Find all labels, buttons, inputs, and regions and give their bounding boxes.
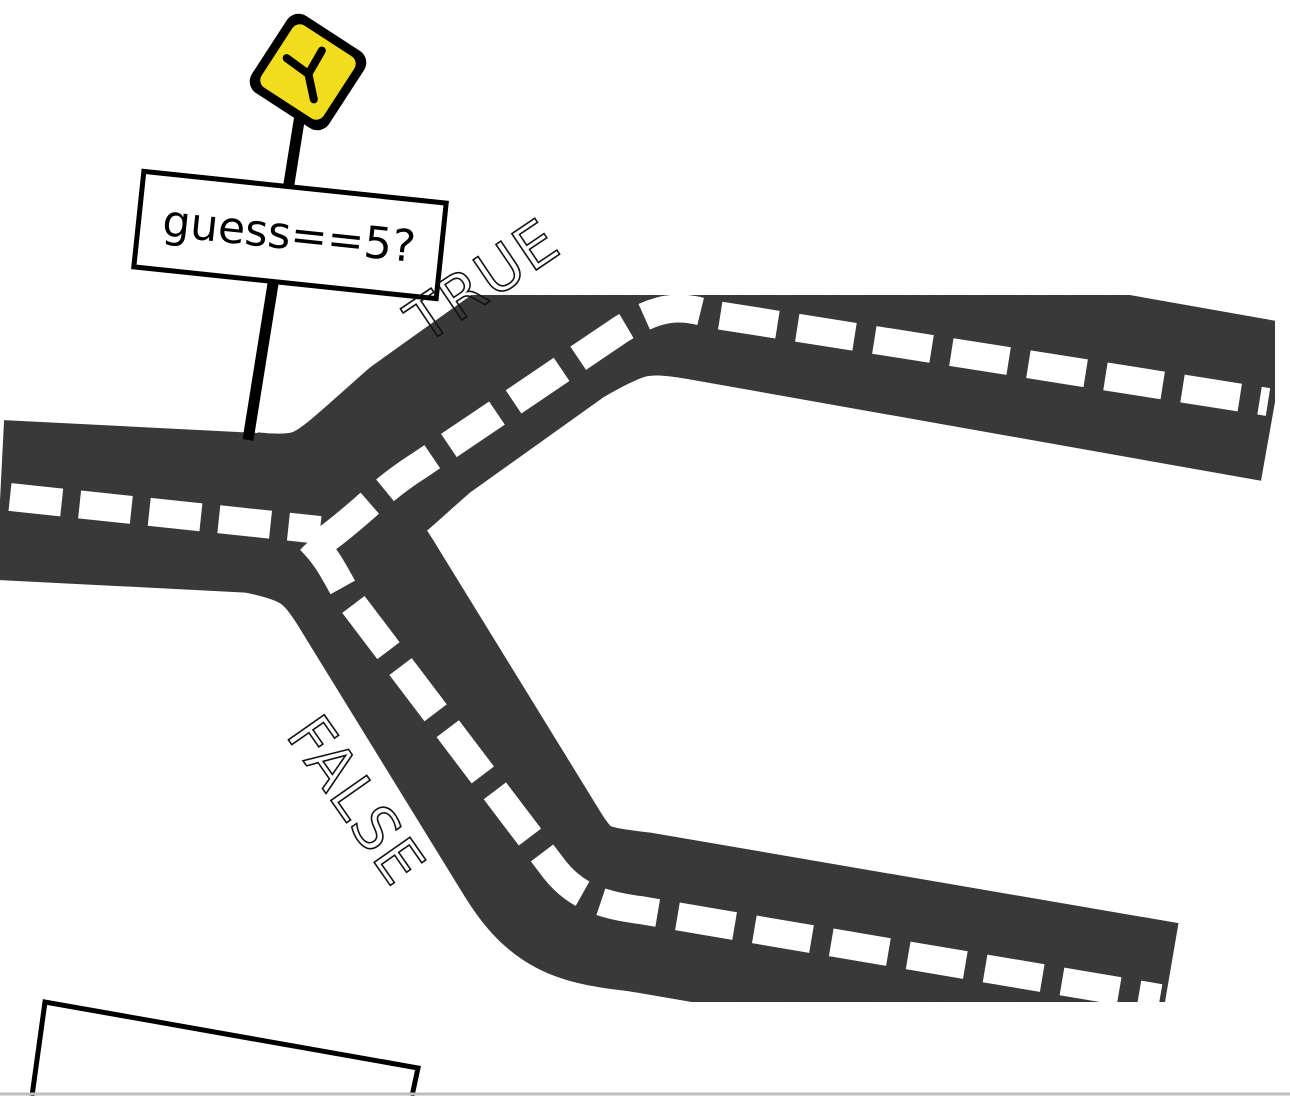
main-lane-marking <box>8 483 322 544</box>
false-lane-marking <box>299 530 1163 1012</box>
true-lane-marking <box>316 294 1271 552</box>
question-sign: guess==5? <box>131 168 449 302</box>
lane-markings <box>8 294 1271 1012</box>
fork-road-icon <box>249 13 367 131</box>
next-step-box <box>29 999 421 1096</box>
